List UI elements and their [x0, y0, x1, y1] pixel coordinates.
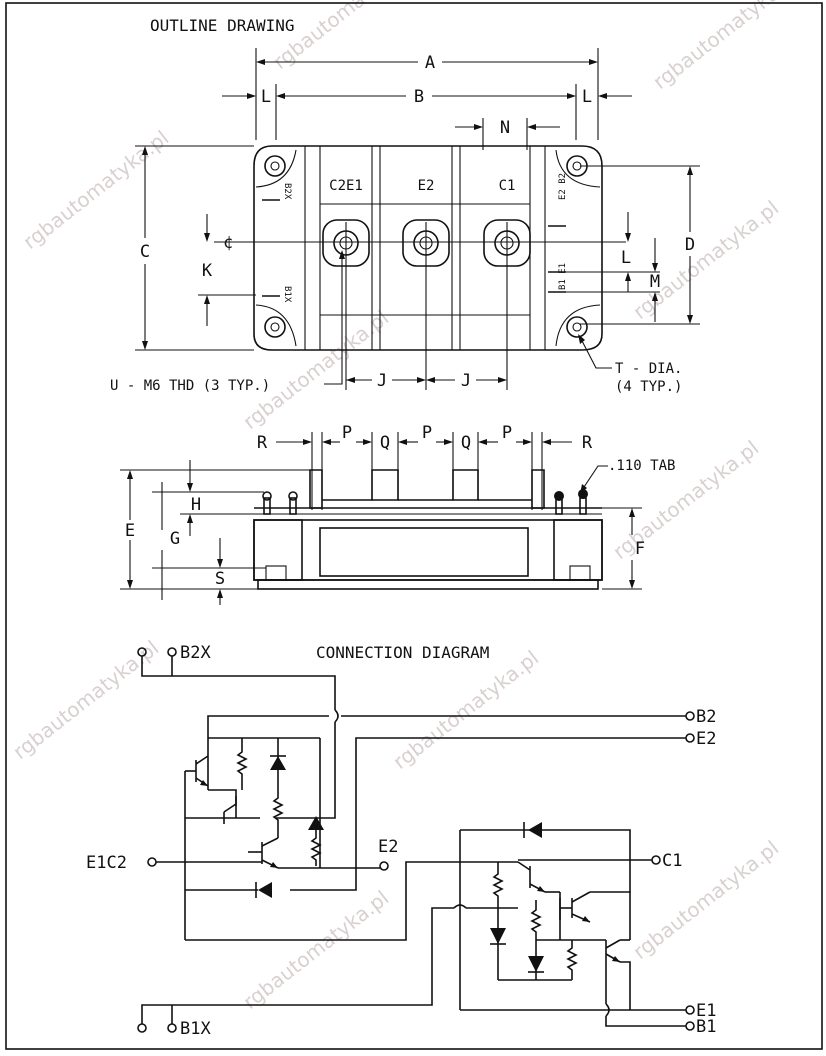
- terminal-b1x-open: [137, 1023, 147, 1033]
- watermark-text: rgbautomatyka.pl: [648, 0, 803, 94]
- dim-label-p-1: P: [342, 423, 352, 443]
- terminal-b2: [685, 711, 695, 721]
- dim-label-l-right: L: [582, 87, 592, 107]
- watermark-text: rgbautomatyka.pl: [388, 646, 543, 774]
- dim-label-a: A: [425, 53, 435, 73]
- label-c2e1: C2E1: [329, 178, 363, 194]
- terminal-e1c2: [147, 857, 157, 867]
- label-b1e1-tab: B1 E1: [558, 263, 568, 290]
- dim-l-m-right: L M: [548, 212, 660, 322]
- callout-tab-text: .110 TAB: [608, 458, 675, 474]
- label-e1c2: E1C2: [86, 853, 127, 873]
- dim-label-g: G: [170, 529, 180, 549]
- terminal-b1: [685, 1021, 695, 1031]
- dim-label-h: H: [191, 495, 201, 515]
- label-e2b2-tab: E2 B2: [558, 173, 568, 200]
- dim-label-r-left: R: [257, 433, 268, 453]
- mount-hole-tl: [264, 155, 286, 177]
- dim-label-j-left: J: [377, 371, 387, 391]
- dim-side-top-row: R P Q P Q P R: [257, 423, 593, 510]
- dim-label-j-right: J: [461, 371, 471, 391]
- label-b2x-tab: B2X: [282, 183, 292, 200]
- connection-diagram: B2X B2 E2: [86, 643, 716, 1039]
- dim-label-f: F: [635, 539, 645, 559]
- dim-j: J J: [346, 371, 507, 391]
- label-b2: B2: [696, 707, 716, 727]
- watermark-text: rgbautomatyka.pl: [628, 836, 783, 964]
- module-top-view: C2E1 E2 C1 B2X B1X E2 B2 B1 E1: [253, 145, 603, 351]
- module-side-view: [253, 469, 603, 590]
- watermark-text: rgbautomatyka.pl: [18, 126, 173, 254]
- label-e2-mid: E2: [378, 837, 398, 857]
- terminal-e2-mid: [379, 861, 389, 871]
- terminal-e2-right: [685, 733, 695, 743]
- dim-d: D: [580, 165, 700, 325]
- dim-label-l-left: L: [261, 87, 271, 107]
- outline-title: OUTLINE DRAWING: [150, 16, 295, 35]
- terminal-e1: [685, 1005, 695, 1015]
- label-b2x: B2X: [180, 643, 211, 663]
- label-b1x: B1X: [180, 1019, 211, 1039]
- centerline-symbol: ¢: [223, 233, 233, 253]
- dim-label-b: B: [414, 87, 424, 107]
- label-b1x-tab: B1X: [282, 286, 292, 303]
- watermark-text: rgbautomatyka.pl: [268, 0, 423, 74]
- callout-hole: T - DIA. (4 TYP.): [578, 334, 682, 395]
- dim-label-d: D: [685, 235, 695, 255]
- dim-label-n: N: [500, 118, 510, 138]
- dim-label-q-1: Q: [380, 433, 390, 453]
- callout-hole-text-1: T - DIA.: [615, 361, 682, 377]
- dim-k: K: [198, 214, 256, 326]
- mount-hole-bl: [264, 316, 286, 338]
- dim-label-r-right: R: [582, 433, 593, 453]
- page-border: [5, 2, 823, 1050]
- dim-c: C: [135, 145, 254, 351]
- label-e1: E1: [696, 1001, 716, 1021]
- dim-label-q-2: Q: [461, 433, 471, 453]
- dim-label-k: K: [202, 261, 213, 281]
- label-e2-right: E2: [696, 729, 716, 749]
- callout-thread: U - M6 THD (3 TYP.): [110, 250, 345, 394]
- watermark-text: rgbautomatyka.pl: [628, 196, 783, 324]
- watermark-text: rgbautomatyka.pl: [238, 886, 393, 1014]
- label-e2: E2: [418, 178, 435, 194]
- terminal-b2x: [167, 647, 177, 657]
- callout-hole-text-2: (4 TYP.): [615, 379, 682, 395]
- callout-tab: .110 TAB: [580, 458, 675, 494]
- dim-label-l-vertical: L: [621, 248, 631, 268]
- connection-title: CONNECTION DIAGRAM: [316, 643, 489, 662]
- label-b1: B1: [696, 1017, 716, 1037]
- dim-label-e: E: [125, 521, 135, 541]
- label-c1: C1: [662, 851, 682, 871]
- dim-label-m: M: [650, 272, 660, 292]
- dim-label-p-3: P: [502, 423, 512, 443]
- mount-hole-br: [566, 316, 588, 338]
- label-c1: C1: [499, 178, 516, 194]
- dim-a: A: [255, 48, 599, 140]
- dim-label-p-2: P: [422, 423, 432, 443]
- terminal-b1x: [167, 1023, 177, 1033]
- callout-thread-text: U - M6 THD (3 TYP.): [110, 378, 270, 394]
- dim-b-row: L B L: [222, 84, 632, 140]
- dim-label-s: S: [215, 569, 225, 589]
- dim-side-vertical: E G H S F: [120, 460, 645, 605]
- watermark-text: rgbautomatyka.pl: [608, 436, 763, 564]
- watermark-text: rgbautomatyka.pl: [238, 306, 393, 434]
- dim-n: N: [455, 118, 560, 150]
- terminal-c1: [651, 855, 661, 865]
- dim-label-c: C: [140, 242, 150, 262]
